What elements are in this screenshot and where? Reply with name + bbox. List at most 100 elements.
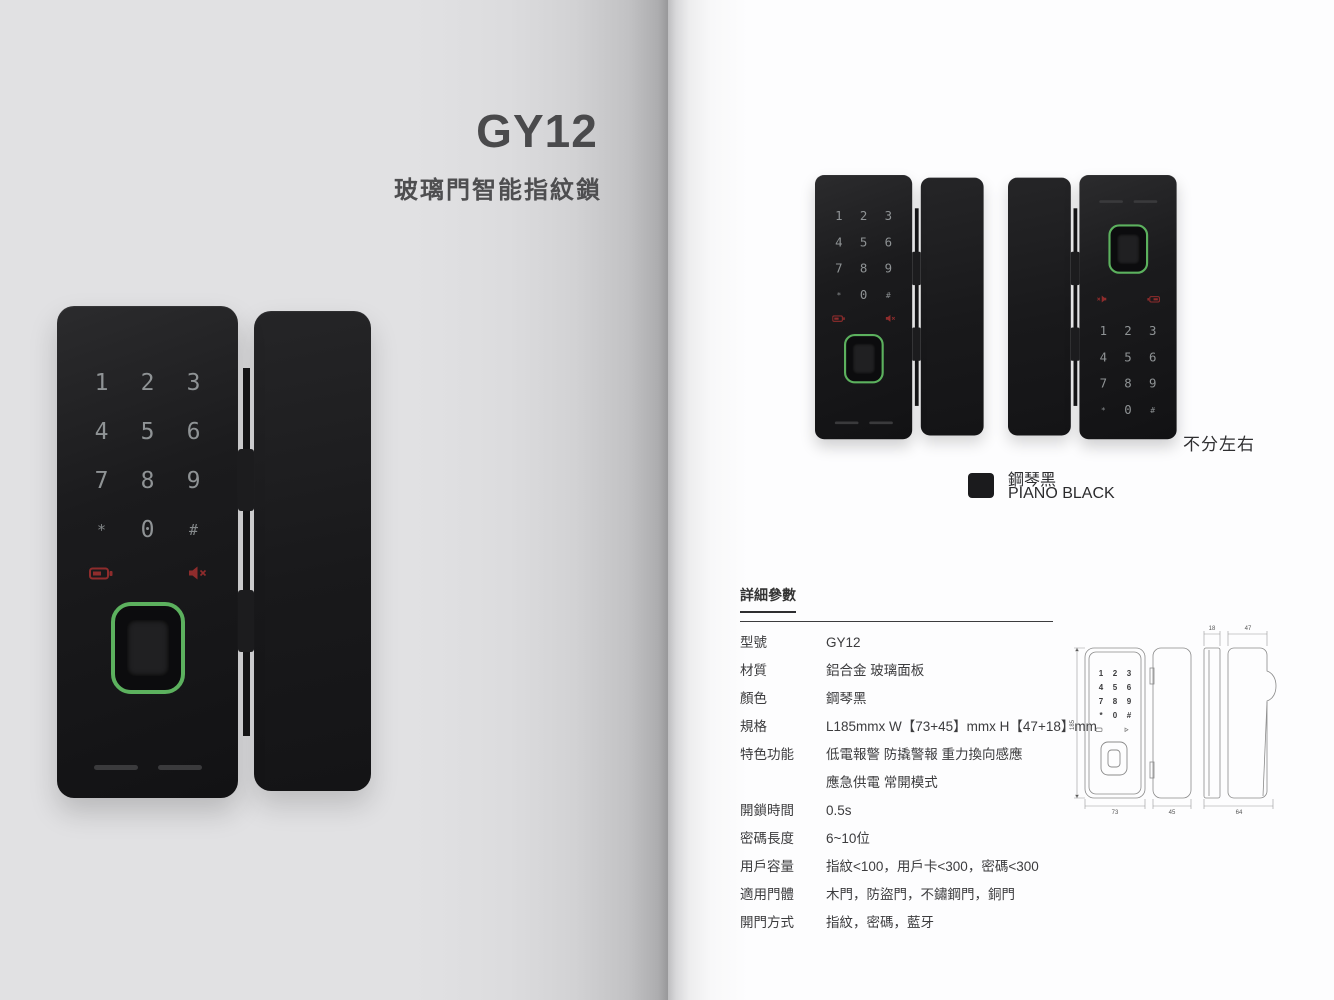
keypad-key-8: 8 — [859, 261, 868, 276]
product-subtitle: 玻璃門智能指紋鎖 — [394, 177, 602, 204]
color-name-en: PIANO BLACK — [1008, 485, 1115, 502]
keypad-key-7: 7 — [1099, 376, 1108, 391]
keypad-key-4: 4 — [1099, 350, 1108, 365]
hinge-tab — [238, 449, 254, 511]
keypad-key-1: 1 — [835, 209, 843, 224]
slot-dash — [157, 765, 202, 770]
mute-speaker-icon — [1096, 295, 1107, 303]
drawing-key-8: 8 — [1113, 697, 1118, 706]
keypad-key-hash: # — [188, 520, 199, 539]
keypad-key-8: 8 — [1124, 376, 1132, 391]
drawing-key-star: * — [1099, 711, 1103, 720]
spec-label: 規格 — [740, 719, 767, 734]
keypad-key-3: 3 — [1148, 324, 1157, 338]
spec-row: 開門方式指紋，密碼，藍牙 — [740, 909, 1053, 937]
drawing-fingerprint-outline — [1100, 741, 1128, 776]
spec-label: 適用門體 — [740, 887, 794, 902]
spec-row: 用戶容量指紋<100，用戶卡<300，密碼<300 — [740, 853, 1053, 881]
keypad-key-7: 7 — [835, 261, 843, 276]
drawing-key-1: 1 — [1099, 669, 1104, 678]
battery-icon — [88, 567, 112, 579]
lock-back-panel — [1008, 177, 1071, 436]
drawing-front-outline — [1084, 647, 1146, 799]
hinge-strip — [912, 175, 921, 439]
lock-indicator-row — [1096, 295, 1160, 303]
slot-dash — [1133, 200, 1158, 203]
keypad-key-8: 8 — [140, 467, 155, 494]
keypad-key-6: 6 — [1148, 350, 1157, 365]
hinge-tab — [1070, 251, 1080, 286]
color-swatch-piano-black — [968, 473, 994, 498]
spec-value-group: 指紋，密碼，藍牙 — [826, 909, 1053, 937]
fingerprint-sensor — [1108, 224, 1148, 274]
drawing-key-4: 4 — [1099, 683, 1104, 692]
lock-back-panel — [254, 311, 371, 791]
dim-height-label: 185 — [1070, 719, 1076, 730]
drawing-battery-icon — [1095, 727, 1103, 732]
right-page — [668, 0, 1334, 1000]
spec-value-group: 6~10位 — [826, 825, 1053, 853]
spec-value-group: 鋁合金 玻璃面板 — [826, 657, 1053, 685]
keypad-key-hash: # — [885, 290, 891, 300]
spec-row: 適用門體 木門，防盜門，不鏽鋼門，銅門 — [740, 881, 1053, 909]
spec-label: 特色功能 — [740, 747, 794, 762]
slot-dash — [868, 421, 893, 425]
dim-depth-back-label: 18 — [1209, 626, 1216, 632]
fingerprint-window — [126, 620, 169, 676]
spec-row: 顏色鋼琴黑 — [740, 685, 1053, 713]
spec-label: 材質 — [740, 663, 767, 678]
bottom-slots — [93, 765, 202, 770]
keypad-key-3: 3 — [884, 209, 893, 224]
spec-value: 鋼琴黑 — [826, 691, 867, 706]
hinge-tab — [912, 327, 921, 361]
spec-value: L185mmx W【73+45】mmx H【47+18】mm — [826, 719, 1097, 734]
keypad-key-2: 2 — [859, 209, 868, 224]
spec-value-group: GY12 — [826, 629, 1053, 657]
spec-label: 密碼長度 — [740, 831, 794, 846]
spec-value-line2: 應急供電 常開模式 — [826, 775, 938, 790]
fingerprint-window — [1116, 234, 1140, 265]
dim-width-side-label: 45 — [1169, 810, 1176, 816]
keypad-key-1: 1 — [94, 369, 109, 396]
keypad-key-star: * — [96, 520, 107, 539]
hinge-strip — [238, 306, 254, 798]
drawing-key-3: 3 — [1127, 669, 1132, 678]
orientation-note: 不分左右 — [1183, 435, 1255, 454]
keypad-key-5: 5 — [1124, 350, 1132, 365]
drawing-key-hash: # — [1127, 711, 1132, 720]
drawing-front-profile — [1227, 647, 1277, 799]
spec-value-group: 低電報警 防撬警報 重力換向感應應急供電 常開模式 — [826, 741, 1053, 797]
drawing-key-7: 7 — [1099, 697, 1104, 706]
slot-dash — [93, 765, 138, 770]
drawing-side-panel-outline — [1152, 647, 1192, 799]
spec-value-group: 鋼琴黑 — [826, 685, 1053, 713]
dim-depth-total-label: 64 — [1236, 810, 1243, 816]
spec-row: 規格 L185mmx W【73+45】mmx H【47+18】mm — [740, 713, 1097, 741]
spec-value: 木門，防盜門，不鏽鋼門，銅門 — [826, 887, 1015, 902]
keypad-key-0: 0 — [140, 516, 155, 543]
keypad-key-2: 2 — [1124, 324, 1132, 338]
bottom-slots — [1099, 200, 1158, 203]
lock-indicator-row — [88, 566, 207, 580]
dim-depth-front-label: 47 — [1245, 626, 1252, 632]
lock-indicator-row — [831, 314, 895, 323]
spec-value-group: 0.5s — [826, 797, 1053, 825]
spec-row: 材質 鋁合金 玻璃面板 — [740, 657, 1053, 685]
hinge-strip — [1070, 175, 1080, 439]
dim-width-main-label: 73 — [1112, 810, 1119, 816]
drawing-key-5: 5 — [1113, 683, 1118, 692]
fingerprint-sensor — [110, 602, 185, 694]
spec-value: 鋁合金 玻璃面板 — [826, 663, 925, 678]
spec-row: 密碼長度 6~10位 — [740, 825, 1053, 853]
keypad-key-9: 9 — [1148, 376, 1157, 391]
left-page: GY12 玻璃門智能指紋鎖 觸碰便捷智能新生活 簡約時尚設計, 盡顯純粹之美 1… — [0, 0, 668, 1000]
